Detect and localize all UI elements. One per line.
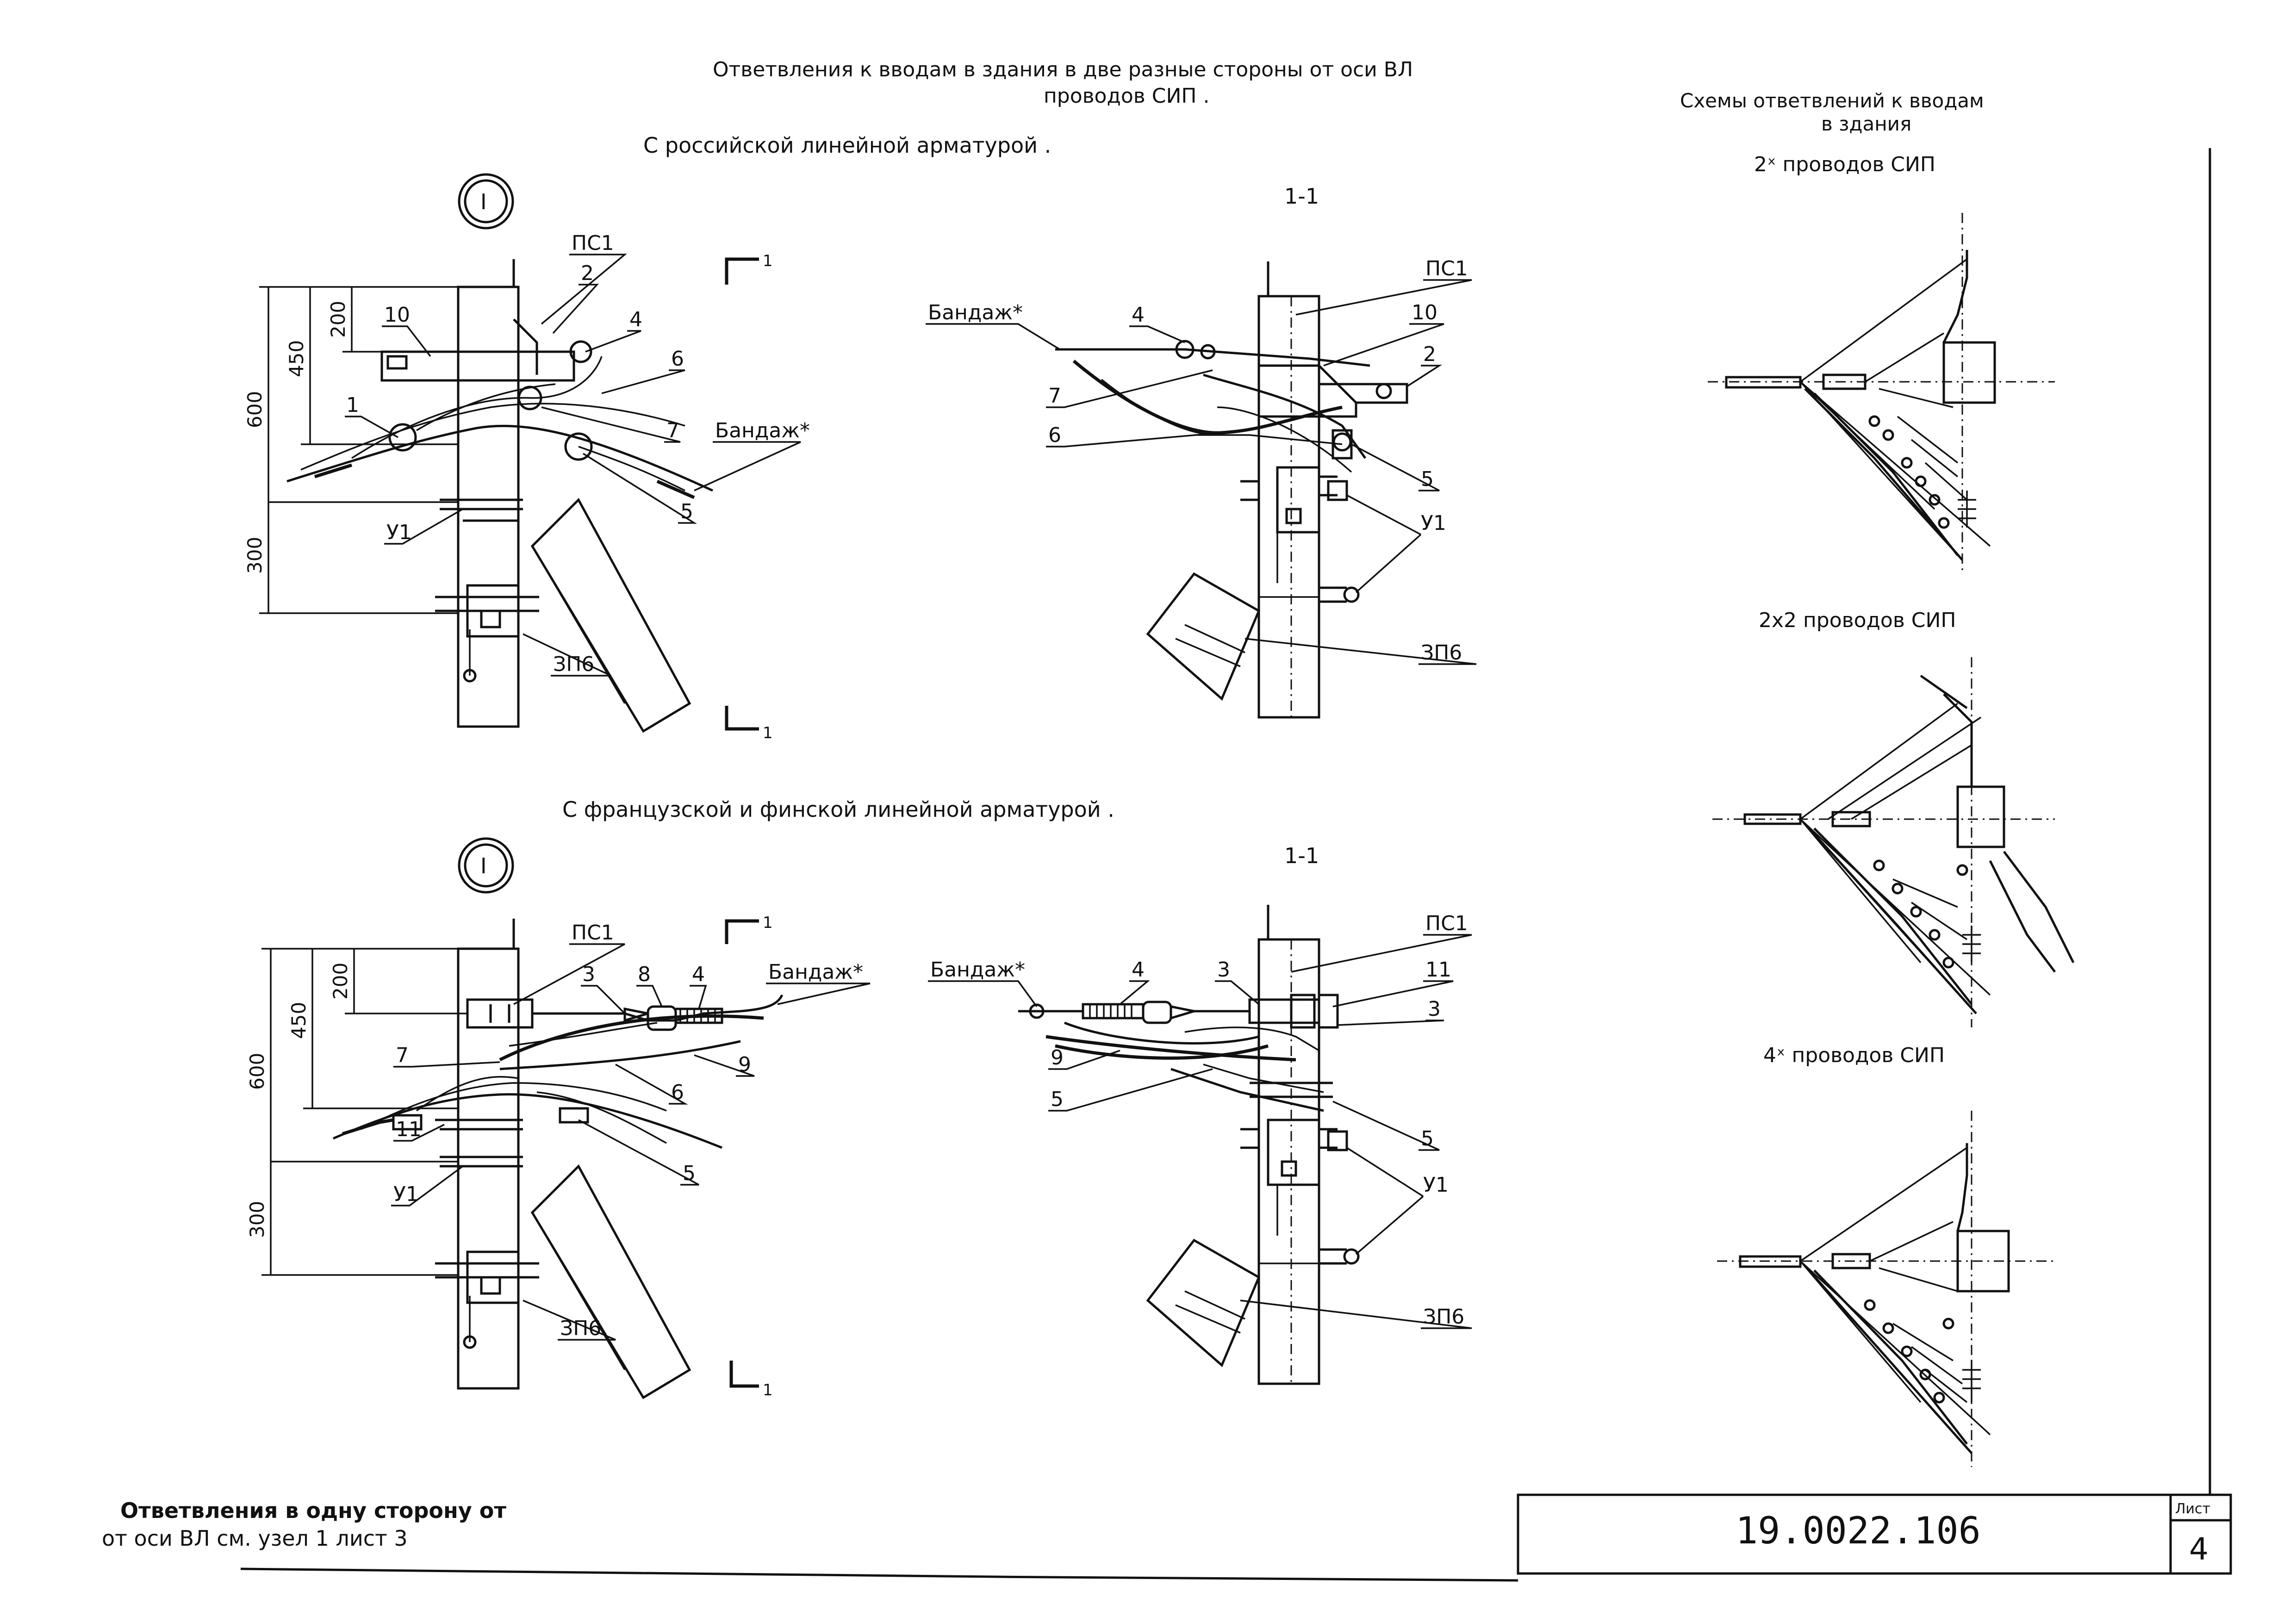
svg-text:ПС1: ПС1 — [572, 921, 614, 945]
callout-bandage: Бандаж* — [715, 419, 810, 442]
svg-text:3: 3 — [1217, 958, 1230, 982]
bottom-note-line1: Ответвления в одну сторону от — [120, 1498, 506, 1523]
svg-text:9: 9 — [1051, 1046, 1064, 1070]
pole-shaft — [457, 286, 520, 728]
node-mark-label: I — [480, 189, 487, 214]
document-number: 19.0022.106 — [1736, 1509, 1981, 1552]
service-entry-cable — [530, 497, 691, 733]
sheet-title-line2: проводов СИП . — [1044, 84, 1209, 108]
scheme-4-wires-diagram — [1717, 1111, 2055, 1467]
svg-text:1-1: 1-1 — [1284, 843, 1319, 868]
callout-u1-section: У1 — [1421, 511, 1446, 535]
svg-text:1: 1 — [763, 724, 773, 742]
pole-shaft-2 — [457, 947, 520, 1390]
svg-text:4: 4 — [1132, 958, 1145, 982]
wire-bandage — [1055, 348, 1370, 367]
svg-text:2: 2 — [1423, 342, 1436, 366]
svg-text:Бандаж*: Бандаж* — [768, 960, 863, 984]
bottom-note-line2: от оси ВЛ см. узел 1 лист 3 — [102, 1526, 408, 1551]
svg-text:3: 3 — [1428, 997, 1441, 1021]
view-top-left-russian: I 1 1 — [243, 173, 810, 742]
title-block — [1517, 1493, 2232, 1575]
dim-200-2: 200 — [329, 963, 352, 1000]
scheme-4-wires-title: 4ˣ проводов СИП — [1763, 1044, 1945, 1067]
node-mark-circle-inner — [464, 179, 508, 224]
svg-text:8: 8 — [638, 963, 651, 986]
svg-text:4: 4 — [1132, 303, 1145, 327]
bottom-rule — [240, 1567, 1518, 1582]
svg-text:1: 1 — [763, 252, 773, 270]
crossarm-10 — [380, 350, 575, 382]
svg-text:1: 1 — [346, 393, 359, 417]
node-mark-circle-inner-2 — [464, 843, 508, 888]
callout-ps1: ПС1 — [572, 231, 614, 255]
svg-text:4: 4 — [629, 308, 642, 331]
svg-text:6: 6 — [671, 1081, 684, 1104]
wire-span — [286, 424, 714, 492]
node-mark-circle-outer — [458, 173, 514, 230]
scheme-2x2-wires-title: 2x2 проводов СИП — [1759, 609, 1956, 632]
svg-text:7: 7 — [1048, 384, 1061, 408]
callout-bandage-section: Бандаж* — [928, 301, 1023, 324]
dim-200: 200 — [327, 301, 349, 338]
view-bottom-left-french: I 1 — [246, 837, 871, 1399]
service-entry-cable-section — [1146, 572, 1261, 701]
svg-text:10: 10 — [384, 303, 410, 327]
dim-450-2: 450 — [287, 1002, 310, 1039]
schemes-title-line2: в здания — [1821, 112, 1911, 135]
service-entry-cable-section-2 — [1146, 1238, 1261, 1368]
service-entry-cable-2 — [530, 1164, 691, 1399]
svg-text:4: 4 — [692, 963, 705, 986]
scheme-2x2-wires-diagram — [1712, 657, 2075, 1027]
svg-text:5: 5 — [1051, 1088, 1064, 1111]
scheme-2-wires-diagram — [1708, 213, 2055, 574]
svg-text:7: 7 — [396, 1044, 409, 1067]
svg-text:ЗП6: ЗП6 — [560, 1317, 601, 1340]
svg-text:ПС1: ПС1 — [1425, 257, 1468, 280]
view-top-section-1-1: 1-1 Бандаж* 4 ПС1 — [926, 184, 1477, 719]
crossarm-2 — [1319, 383, 1408, 404]
svg-text:1: 1 — [763, 1381, 773, 1399]
svg-text:ПС1: ПС1 — [1425, 912, 1468, 935]
dim-600-2: 600 — [246, 1053, 268, 1090]
svg-text:2: 2 — [581, 261, 594, 285]
svg-text:1: 1 — [763, 914, 773, 932]
svg-text:Бандаж*: Бандаж* — [930, 958, 1025, 982]
scheme-2-wires-title: 2ˣ проводов СИП — [1754, 153, 1935, 176]
svg-text:10: 10 — [1412, 301, 1437, 324]
sheet-title-line1: Ответвления к вводам в здания в две разн… — [713, 58, 1413, 81]
dim-300: 300 — [243, 537, 266, 574]
dim-450: 450 — [285, 340, 308, 377]
subtitle-french-fittings: С французской и финской линейной арматур… — [562, 797, 1114, 822]
sheet-number: 4 — [2189, 1531, 2209, 1567]
section-label-1-1: 1-1 — [1284, 184, 1319, 209]
svg-text:I: I — [480, 853, 487, 878]
view-bottom-section-1-1: 1-1 Бандаж* — [928, 843, 1472, 1385]
sheet-number-label: Лист — [2175, 1501, 2210, 1517]
schemes-title-line1: Схемы ответвлений к вводам — [1680, 89, 1984, 112]
node-mark-circle-outer-2 — [458, 837, 514, 894]
svg-text:11: 11 — [1425, 958, 1451, 982]
svg-text:6: 6 — [1048, 423, 1061, 447]
svg-text:6: 6 — [671, 347, 684, 371]
dim-600: 600 — [243, 391, 266, 428]
svg-text:У1: У1 — [1423, 1173, 1449, 1197]
svg-text:3: 3 — [582, 963, 595, 986]
svg-text:5: 5 — [680, 500, 693, 523]
dim-300-2: 300 — [246, 1201, 268, 1238]
subtitle-russian-fittings: С российской линейной арматурой . — [643, 133, 1051, 158]
